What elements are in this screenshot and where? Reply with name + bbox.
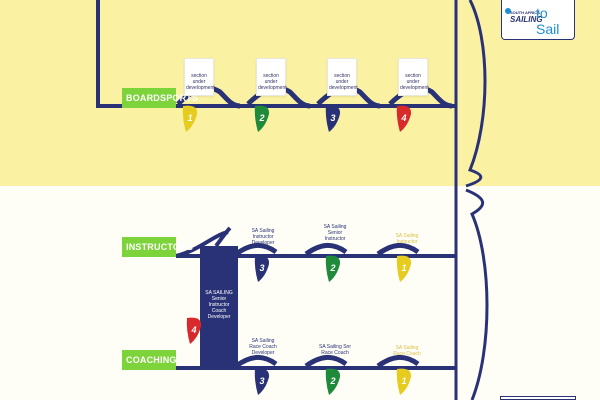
sail-pin-icon xyxy=(325,368,341,395)
sail-pin-icon xyxy=(254,255,270,282)
logo-sailing: SAILING xyxy=(510,15,543,24)
logo-country: SOUTH AFRICA xyxy=(510,10,541,15)
senior-instructor-text[interactable]: SA Sailing Senior Instructor xyxy=(323,224,347,242)
pin-number: 2 xyxy=(258,113,264,123)
instructors-label[interactable]: INSTRUCTORS xyxy=(122,237,193,257)
pin-number: 3 xyxy=(259,263,264,273)
sail-pin-icon xyxy=(325,255,341,282)
logo-bottom-bar xyxy=(500,396,576,400)
coaching-pin-3[interactable]: 3 xyxy=(254,368,270,395)
pin-number: 4 xyxy=(400,113,406,123)
bottom-band xyxy=(0,186,600,400)
coaching-label[interactable]: COACHING xyxy=(122,350,176,370)
brace-bottom xyxy=(465,188,489,400)
sail-pin-icon xyxy=(254,368,270,395)
instructors-pin-3[interactable]: 3 xyxy=(254,255,270,282)
boardsports-card-2[interactable]: section under development xyxy=(256,58,287,96)
race-coach-developer-text[interactable]: SA Sailing Race Coach Developer xyxy=(249,338,277,356)
learn-to-sail-logo[interactable]: SOUTH AFRICA SAILING to Sail xyxy=(501,0,575,40)
boardsports-pin-2[interactable]: 2 xyxy=(254,105,270,132)
pin-number: 1 xyxy=(401,263,406,273)
logo-to-sail: to Sail xyxy=(536,5,560,37)
instructors-pin-2[interactable]: 2 xyxy=(325,255,341,282)
brace-top xyxy=(465,0,487,188)
instructor-text[interactable]: SA Sailing Instructor xyxy=(395,233,419,245)
boardsports-pin-4[interactable]: 4 xyxy=(396,105,412,132)
coaching-pin-2[interactable]: 2 xyxy=(325,368,341,395)
pin-number: 4 xyxy=(190,325,196,335)
sail-pin-icon xyxy=(182,105,198,132)
boardsports-card-4[interactable]: section under development xyxy=(398,58,429,96)
sail-pin-icon xyxy=(396,368,412,395)
pin-number: 2 xyxy=(329,263,335,273)
sail-pin-icon xyxy=(396,105,412,132)
center-box-text[interactable]: SA SAILING Senior Instructor Coach Devel… xyxy=(205,290,233,320)
instructors-pin-1[interactable]: 1 xyxy=(396,255,412,282)
boardsports-pin-3[interactable]: 3 xyxy=(325,105,341,132)
pin-number: 1 xyxy=(401,376,406,386)
boardsports-card-1[interactable]: section under development xyxy=(184,58,215,96)
sail-swoosh-icon xyxy=(505,8,511,14)
boardsports-label[interactable]: BOARDSPORTS xyxy=(122,88,198,108)
pin-number: 2 xyxy=(329,376,335,386)
race-coach-text[interactable]: SA Sailing Race Coach xyxy=(393,345,421,357)
sail-pin-icon xyxy=(254,105,270,132)
pin-number: 1 xyxy=(187,113,192,123)
pin-number: 3 xyxy=(330,113,335,123)
pin-number: 3 xyxy=(259,376,264,386)
coaching-pin-1[interactable]: 1 xyxy=(396,368,412,395)
boardsports-track xyxy=(96,0,456,108)
sail-pin-icon xyxy=(325,105,341,132)
center-box xyxy=(200,246,238,368)
senior-race-coach-text[interactable]: SA Sailing Snr Race Coach xyxy=(319,344,351,356)
sail-pin-icon xyxy=(186,317,202,344)
instructor-developer-text[interactable]: SA Sailing Instructor Developer xyxy=(251,228,275,246)
center-box-pin-4[interactable]: 4 xyxy=(186,317,202,344)
boardsports-pin-1[interactable]: 1 xyxy=(182,105,198,132)
sail-pin-icon xyxy=(396,255,412,282)
boardsports-card-3[interactable]: section under development xyxy=(327,58,358,96)
